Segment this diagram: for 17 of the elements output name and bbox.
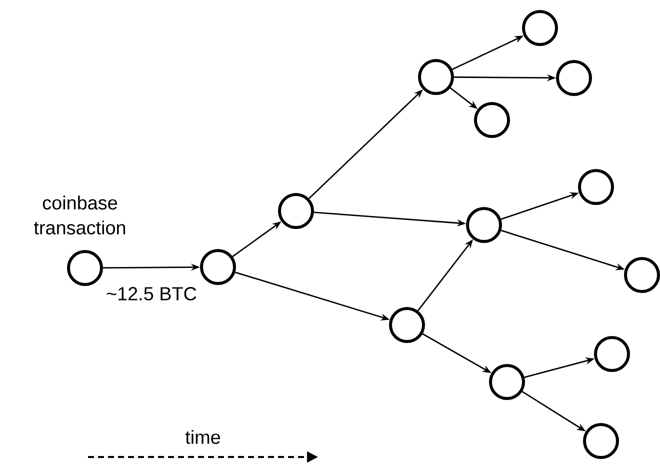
circle-node bbox=[418, 59, 454, 95]
edge-label: ~12.5 BTC bbox=[106, 287, 196, 300]
circle-node bbox=[624, 257, 660, 293]
circle-node bbox=[583, 423, 619, 459]
axis-label: time bbox=[185, 430, 220, 444]
circle-node bbox=[522, 10, 558, 46]
circle-node bbox=[474, 102, 510, 138]
circle-node bbox=[556, 60, 592, 96]
circle-node bbox=[578, 169, 614, 205]
circle-node bbox=[278, 193, 314, 229]
circle-node bbox=[200, 249, 236, 285]
circle-node bbox=[489, 364, 525, 400]
circle-node bbox=[389, 307, 425, 343]
node-caption: coinbase transaction bbox=[34, 196, 126, 234]
circle-node bbox=[466, 207, 502, 243]
circle-node bbox=[594, 336, 630, 372]
circle-node bbox=[67, 250, 103, 286]
